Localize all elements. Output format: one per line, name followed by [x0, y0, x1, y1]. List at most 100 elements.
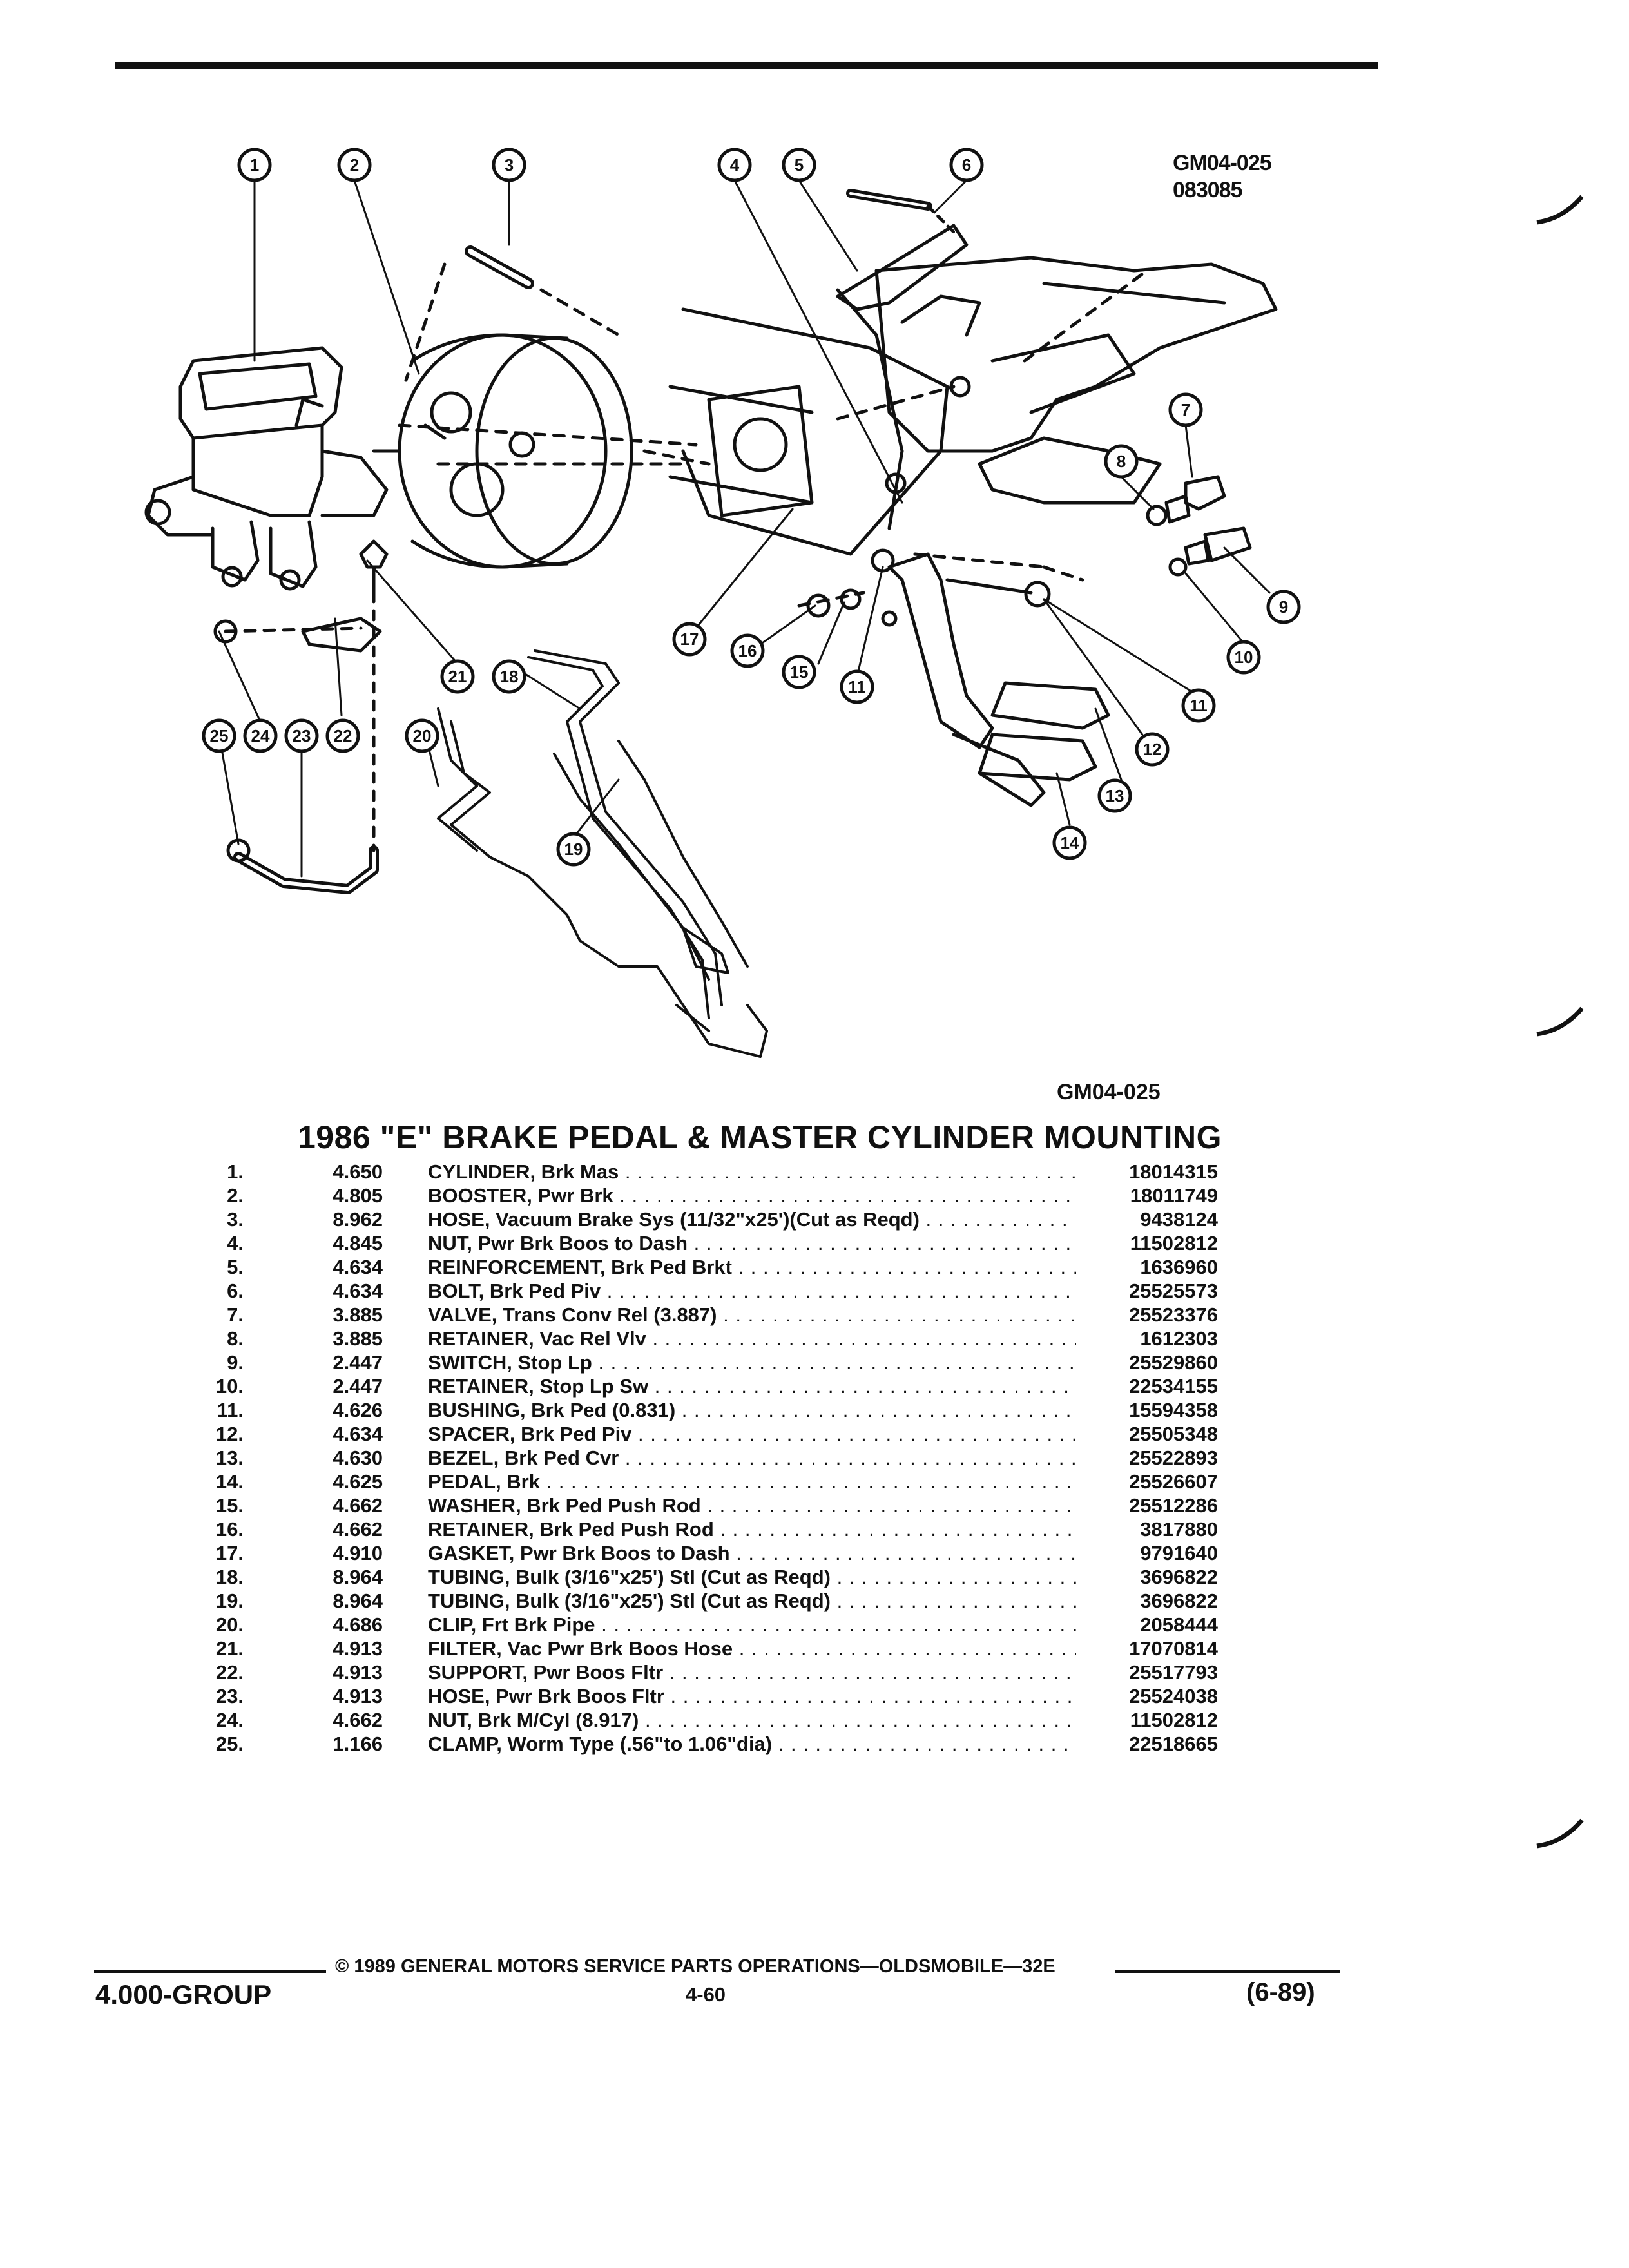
- part-number: 25525573: [1076, 1279, 1218, 1303]
- part-number: 1636960: [1076, 1255, 1218, 1279]
- callout-23: [284, 718, 319, 753]
- part-number: 17070814: [1076, 1637, 1218, 1660]
- callout-7: [1168, 392, 1203, 427]
- callout-24: [243, 718, 278, 753]
- callout-number: 18: [500, 667, 519, 686]
- master-cylinder-drawing: [144, 346, 389, 591]
- group-number: 4.662: [333, 1518, 383, 1541]
- part-number: 25523376: [1076, 1303, 1218, 1327]
- callout-number: 20: [413, 726, 432, 745]
- part-number: 25522893: [1076, 1446, 1218, 1470]
- callout-number: 22: [334, 726, 352, 745]
- callout-16: [730, 633, 765, 668]
- part-number: 25517793: [1076, 1660, 1218, 1684]
- part-description: RETAINER, Stop Lp Sw: [428, 1374, 1137, 1398]
- part-number: 11502812: [1076, 1231, 1218, 1255]
- group-number: 8.964: [333, 1590, 383, 1612]
- callout-1: [237, 148, 272, 182]
- part-description: NUT, Pwr Brk Boos to Dash: [428, 1231, 1137, 1255]
- top-rule: [115, 62, 1378, 69]
- group-number: 4.634: [333, 1423, 383, 1445]
- group-number: 4.662: [333, 1494, 383, 1517]
- parts-row: 4. 4.845 NUT, Pwr Brk Boos to Dash11502812: [193, 1231, 1224, 1255]
- item-number: 13.: [215, 1446, 244, 1469]
- group-number: 4.625: [333, 1470, 383, 1493]
- item-number: 6.: [227, 1280, 244, 1302]
- callout-14: [1052, 825, 1087, 860]
- part-description: BEZEL, Brk Ped Cvr: [428, 1446, 1137, 1470]
- part-description: HOSE, Vacuum Brake Sys (11/32"x25')(Cut …: [428, 1207, 1137, 1231]
- binder-mark-bottom: [1536, 1818, 1584, 1849]
- item-number: 2.: [227, 1184, 244, 1207]
- callout-number: 14: [1061, 833, 1079, 852]
- callout-number: 25: [210, 726, 229, 745]
- group-number: 4.630: [333, 1446, 383, 1469]
- part-description: CLIP, Frt Brk Pipe: [428, 1613, 1137, 1637]
- item-number: 14.: [215, 1470, 244, 1493]
- callout-number: 24: [251, 726, 270, 745]
- group-number: 4.913: [333, 1637, 383, 1660]
- page-number: 4-60: [686, 1983, 726, 2006]
- callout-21: [440, 659, 475, 694]
- part-description: WASHER, Brk Ped Push Rod: [428, 1494, 1137, 1517]
- group-number: 4.845: [333, 1232, 383, 1254]
- part-number: 3817880: [1076, 1517, 1218, 1541]
- figure-code-bottom: GM04-025: [1057, 1080, 1161, 1104]
- callout-11a: [840, 669, 874, 704]
- callout-number: 3: [505, 155, 514, 175]
- item-number: 4.: [227, 1232, 244, 1254]
- callout-19: [556, 832, 591, 867]
- callout-13: [1097, 778, 1132, 813]
- part-description: SPACER, Brk Ped Piv: [428, 1422, 1137, 1446]
- group-number: 1.166: [333, 1733, 383, 1755]
- item-number: 12.: [215, 1423, 244, 1445]
- callout-2: [337, 148, 372, 182]
- part-number: 25524038: [1076, 1684, 1218, 1708]
- part-number: 9791640: [1076, 1541, 1218, 1565]
- part-number: 1612303: [1076, 1327, 1218, 1350]
- section-title: 1986 "E" BRAKE PEDAL & MASTER CYLINDER M…: [298, 1119, 1222, 1155]
- part-number: 22518665: [1076, 1732, 1218, 1756]
- group-number: 4.686: [333, 1613, 383, 1636]
- callout-18: [492, 659, 526, 694]
- callout-6: [949, 148, 984, 182]
- part-number: 3696822: [1076, 1589, 1218, 1613]
- group-number: 2.447: [333, 1351, 383, 1374]
- dash-panel-drawing: [642, 307, 949, 556]
- part-description: SWITCH, Stop Lp: [428, 1350, 1137, 1374]
- item-number: 16.: [215, 1518, 244, 1541]
- item-number: 3.: [227, 1208, 244, 1231]
- callout-number: 8: [1117, 452, 1126, 471]
- group-number: 4.634: [333, 1280, 383, 1302]
- callout-10: [1226, 640, 1261, 675]
- part-description: BOOSTER, Pwr Brk: [428, 1184, 1137, 1207]
- part-description: FILTER, Vac Pwr Brk Boos Hose: [428, 1637, 1137, 1660]
- callout-20: [405, 718, 439, 753]
- part-number: 25512286: [1076, 1494, 1218, 1517]
- part-description: SUPPORT, Pwr Boos Fltr: [428, 1660, 1137, 1684]
- callout-number: 7: [1181, 400, 1190, 419]
- group-number: 4.662: [333, 1709, 383, 1731]
- footer-rule-right: [1115, 1970, 1340, 1973]
- part-description: TUBING, Bulk (3/16"x25') Stl (Cut as Req…: [428, 1589, 1137, 1613]
- figure-code: GM04-025: [1173, 151, 1272, 175]
- group-number: 2.447: [333, 1375, 383, 1398]
- callout-9: [1266, 590, 1301, 624]
- exploded-parts-diagram: 1234567891011111213141516171819202122232…: [144, 148, 1301, 1058]
- callout-number: 16: [738, 641, 757, 660]
- item-number: 17.: [215, 1542, 244, 1564]
- revision-date: (6-89): [1246, 1978, 1315, 2006]
- group-number: 4.626: [333, 1399, 383, 1421]
- brake-booster-drawing: [372, 333, 633, 569]
